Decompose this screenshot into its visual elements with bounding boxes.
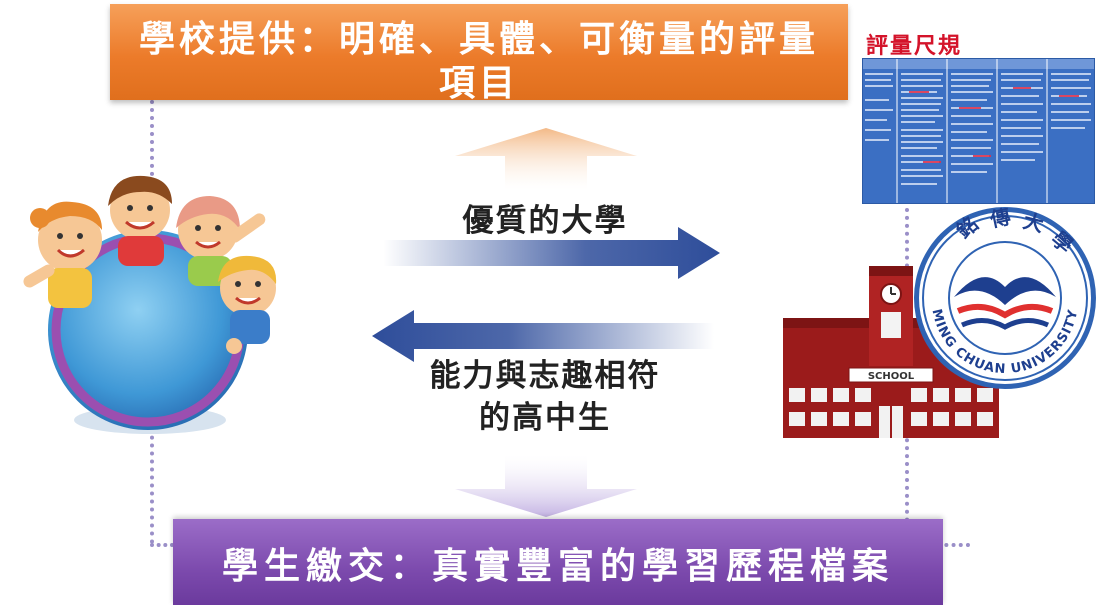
seal-char-2: 傳 xyxy=(987,205,1013,232)
school-sign-text: SCHOOL xyxy=(868,371,915,382)
top-banner-line1: 學校提供：明確、具體、可衡量的評量 xyxy=(138,18,819,60)
students-globe-illustration xyxy=(23,175,277,434)
top-banner: 學校提供：明確、具體、可衡量的評量 項目 xyxy=(110,4,848,104)
matching-student-label-line1: 能力與志趣相符 xyxy=(429,358,661,394)
university-seal-logo: 銘 傳 大 學 MING CHUAN UNIVERSITY xyxy=(914,205,1096,389)
bottom-banner-text: 學生繳交：真實豐富的學習歷程檔案 xyxy=(221,545,894,587)
up-arrow-icon xyxy=(455,128,637,190)
left-connector-foot xyxy=(150,543,174,547)
top-banner-line2: 項目 xyxy=(438,62,519,104)
rubric-table-graphic xyxy=(863,59,1094,203)
left-arrow-icon xyxy=(372,310,714,362)
right-connector-foot xyxy=(930,543,970,547)
matching-student-label-line2: 的高中生 xyxy=(479,400,611,436)
right-arrow-icon xyxy=(383,227,720,279)
quality-university-label: 優質的大學 xyxy=(462,203,628,239)
down-arrow-icon xyxy=(455,455,637,517)
bottom-banner: 學生繳交：真實豐富的學習歷程檔案 xyxy=(173,519,943,605)
rubric-title: 評量尺規 xyxy=(866,33,963,59)
rubric-table-image xyxy=(862,58,1095,204)
